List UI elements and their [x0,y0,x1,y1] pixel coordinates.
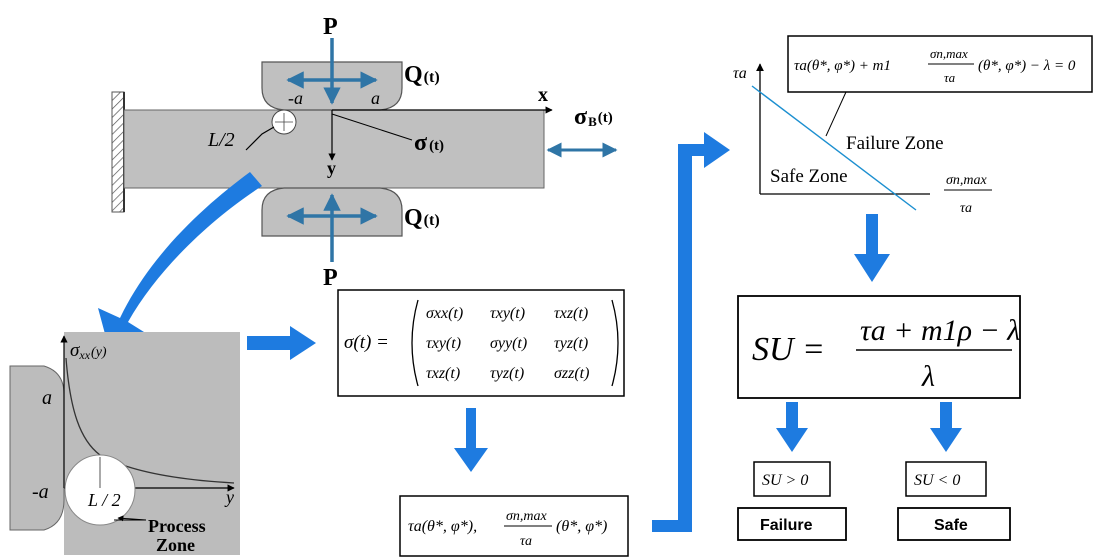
critical-plane-params-box: τa(θ*, φ*), σn,max τa (θ*, φ*) [399,495,629,557]
tensor-cell: τxy(t) [490,305,525,322]
shear-label-bottom: Q(t) [404,205,440,231]
criterion-x-num: σn,max [946,173,988,188]
tensor-cell: τxz(t) [426,365,460,382]
safe-branch: SU < 0 Safe [897,461,1011,541]
y-axis-label: y [327,158,336,178]
tensor-cell: τyz(t) [554,335,588,352]
criterion-x-den: τa [960,201,972,216]
zoom-a-bottom: -a [32,481,49,503]
params-left: τa(θ*, φ*), [408,518,477,535]
su-numerator: τa + m1ρ − λ [860,314,1020,347]
zoom-ylabel: σxx(y) [70,340,107,362]
failure-result: Failure [760,517,813,534]
top-load-arrows [286,38,378,105]
tensor-cell: σyy(t) [490,335,527,352]
fixed-wall [111,91,125,213]
arrow-to-safe [930,402,962,452]
specimen-schematic: P P Q(t) Q(t) -a a x y L/2 σ(t) σB(t) [111,14,618,291]
process-zone-circle [64,454,136,526]
tensor-cell: σxx(t) [426,305,463,322]
tensor-cell: τyz(t) [490,365,524,382]
criterion-line [751,85,917,211]
tensor-lhs: σ(t) = [344,332,389,353]
half-length-label: L/2 [207,129,235,151]
safe-result: Safe [934,517,968,534]
bulk-stress-label: σB(t) [574,104,613,130]
zoom-x-label: y [224,487,234,507]
safe-zone-label: Safe Zone [770,166,848,187]
pos-a-label: a [371,88,380,108]
arrow-to-failure [776,402,808,452]
arrow-to-params [454,408,488,472]
params-num: σn,max [506,509,548,524]
x-axis-label: x [538,84,548,106]
zoom-a-top: a [42,387,52,409]
tensor-cell: τxz(t) [554,305,588,322]
arrow-to-criterion [652,132,730,532]
zoom-arrow [98,172,262,345]
zoom-half-length: L / 2 [87,490,121,510]
equation-num: σn,max [930,46,968,61]
equation-den: τa [944,70,956,85]
stress-tensor-box: σ(t) = σxx(t) τxy(t) τxz(t) τxy(t) σyy(t… [337,289,625,397]
failure-zone-label: Failure Zone [846,133,944,154]
tensor-cell: σzz(t) [554,365,589,382]
stress-label: σ(t) [414,130,444,156]
arrow-to-su [854,214,890,282]
equation-right: (θ*, φ*) − λ = 0 [978,58,1076,74]
bottom-load-arrows [286,193,378,262]
su-positive-condition: SU > 0 [762,472,808,489]
su-formula-box: SU = τa + m1ρ − λ λ [737,295,1021,399]
shear-label-top: Q(t) [404,62,440,88]
params-right: (θ*, φ*) [556,518,607,535]
equation-left: τa(θ*, φ*) + m1 [794,58,891,74]
tensor-cell: τxy(t) [426,335,461,352]
su-negative-condition: SU < 0 [914,472,960,489]
zoom-pad [9,365,65,531]
su-denominator: λ [921,360,935,393]
params-den: τa [520,534,532,549]
criterion-y-label: τa [733,65,747,82]
failure-criterion-plot: τa(θ*, φ*) + m1 σn,max τa (θ*, φ*) − λ =… [733,35,1093,216]
failure-branch: SU > 0 Failure [737,461,847,541]
load-label-bottom: P [323,265,338,291]
neg-a-label: -a [288,88,303,108]
load-label-top: P [323,14,338,40]
su-lhs: SU = [752,331,825,368]
arrow-to-tensor [247,326,316,360]
